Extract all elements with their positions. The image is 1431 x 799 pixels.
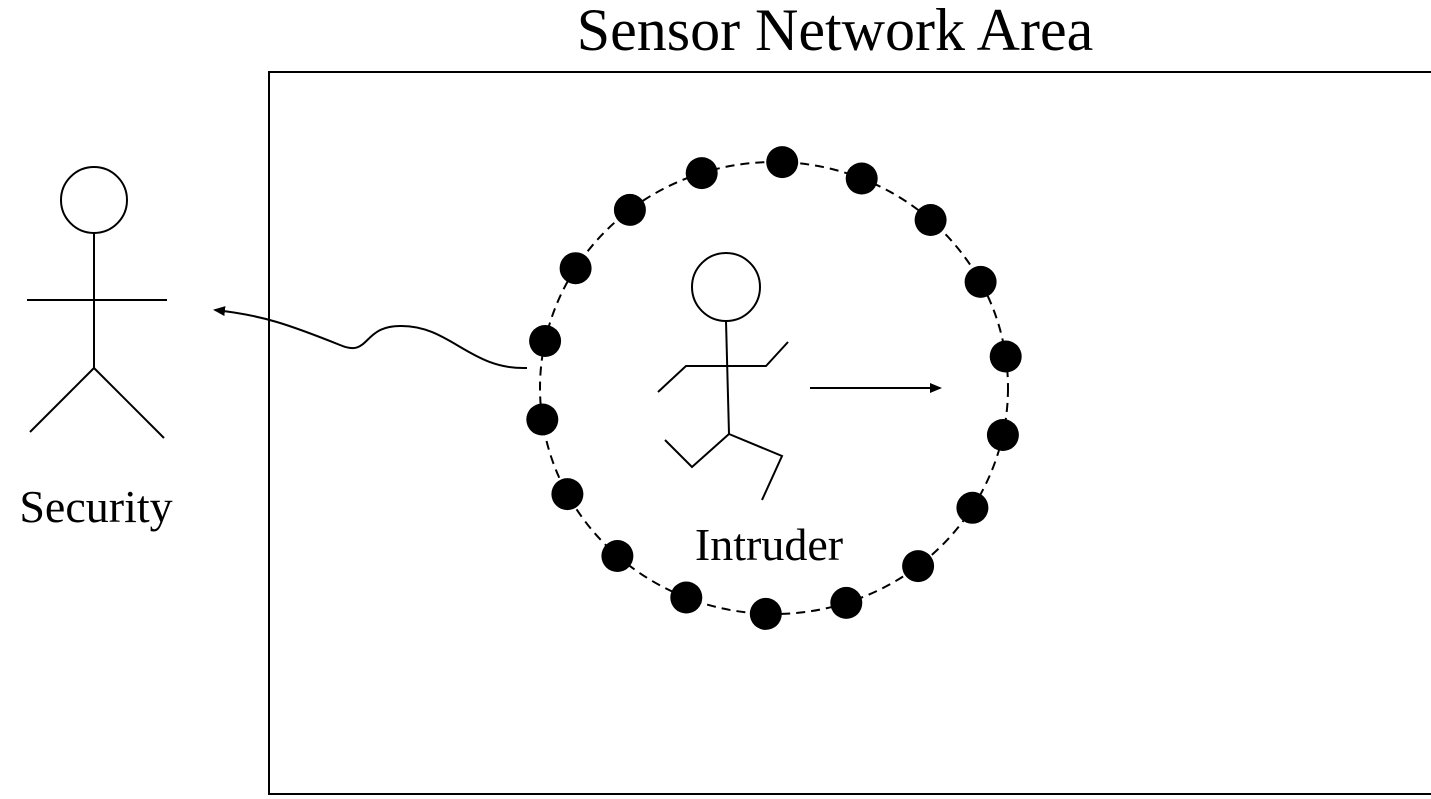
- security-person-icon: [27, 166, 167, 439]
- sensor-node: [529, 325, 562, 357]
- intruder-head: [691, 252, 761, 322]
- sensor-node: [766, 146, 799, 179]
- security-head: [60, 166, 128, 234]
- sensor-node: [749, 597, 782, 630]
- sensor-ring: [526, 146, 1022, 630]
- sensor-node: [830, 586, 863, 619]
- alert-signal-wavy-arrow-icon: [213, 306, 528, 370]
- sensor-node: [902, 550, 935, 583]
- sensor-node: [685, 157, 718, 190]
- network-area-boundary: [268, 71, 1431, 795]
- intruder-person-icon: [657, 252, 789, 501]
- sensor-node: [559, 252, 592, 285]
- sensor-node: [613, 193, 646, 226]
- intruder-back-leg: [664, 433, 730, 469]
- intruder-arms: [657, 341, 789, 393]
- sensor-node: [551, 478, 584, 511]
- sensor-node: [526, 403, 559, 436]
- intruder-front-leg: [728, 433, 784, 501]
- sensor-node: [986, 419, 1019, 451]
- sensor-node: [601, 540, 634, 572]
- security-right-leg: [93, 367, 165, 439]
- diagram-title: Sensor Network Area: [577, 0, 1094, 63]
- sensor-node: [964, 265, 997, 298]
- sensor-node: [989, 340, 1022, 373]
- intruder-label: Intruder: [695, 519, 843, 570]
- security-left-leg: [29, 367, 95, 433]
- security-label: Security: [19, 481, 172, 532]
- intruder-body: [725, 320, 730, 435]
- sensor-node: [670, 581, 703, 614]
- sensor-node: [956, 491, 989, 524]
- sensor-node: [845, 162, 878, 195]
- sensor-node: [914, 204, 947, 236]
